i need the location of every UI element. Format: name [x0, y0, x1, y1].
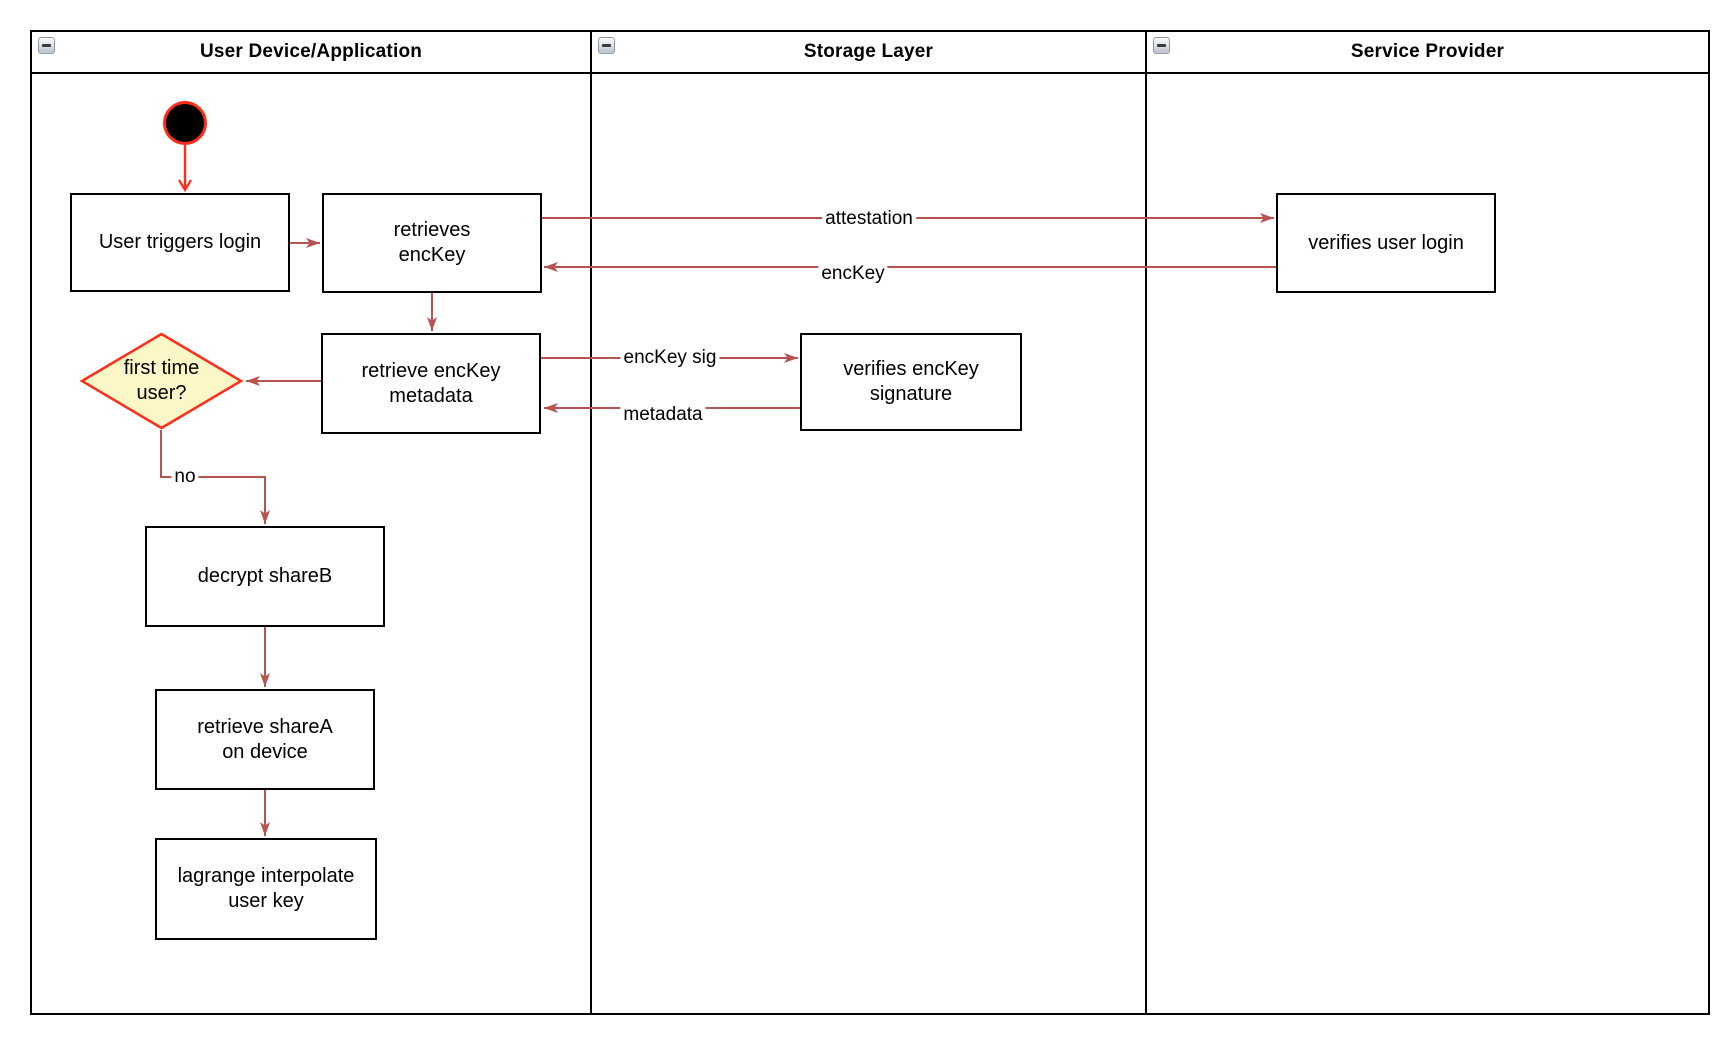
- lane-title-storage-layer: Storage Layer: [803, 41, 934, 62]
- node-retrieve-enckey-metadata[interactable]: retrieve encKey metadata: [321, 333, 541, 434]
- initial-node[interactable]: [163, 101, 207, 145]
- lane-header-storage-layer[interactable]: Storage Layer: [592, 32, 1145, 74]
- lane-title-service-provider: Service Provider: [1350, 41, 1505, 62]
- lane-user-device: User Device/Application: [32, 32, 592, 1013]
- edge-label-attestation[interactable]: attestation: [822, 208, 916, 230]
- node-label: User triggers login: [98, 231, 262, 253]
- collapse-minus-icon[interactable]: [1153, 37, 1170, 54]
- node-label: decrypt shareB: [197, 565, 333, 587]
- edge-label-no[interactable]: no: [171, 466, 199, 488]
- node-label: retrieve encKey metadata: [361, 359, 501, 407]
- lane-header-service-provider[interactable]: Service Provider: [1147, 32, 1708, 74]
- lane-title-user-device: User Device/Application: [199, 41, 423, 62]
- diamond-shape: [80, 332, 243, 430]
- edge-label-metadata[interactable]: metadata: [620, 404, 706, 426]
- minus-glyph: [1157, 44, 1166, 47]
- node-verifies-enckey-signature[interactable]: verifies encKey signature: [800, 333, 1022, 431]
- node-decrypt-shareb[interactable]: decrypt shareB: [145, 526, 385, 627]
- node-label: retrieve shareA on device: [197, 715, 333, 763]
- minus-glyph: [42, 44, 51, 47]
- node-user-triggers-login[interactable]: User triggers login: [70, 193, 290, 292]
- node-label: lagrange interpolate user key: [177, 865, 355, 912]
- node-label: first time user?: [123, 357, 200, 404]
- collapse-minus-icon[interactable]: [38, 37, 55, 54]
- collapse-minus-icon[interactable]: [598, 37, 615, 54]
- lane-storage-layer: Storage Layer: [592, 32, 1147, 1013]
- node-retrieves-enckey[interactable]: retrieves encKey: [322, 193, 542, 293]
- lane-service-provider: Service Provider: [1147, 32, 1708, 1013]
- node-first-time-user-decision[interactable]: first time user?: [80, 332, 243, 430]
- node-verifies-user-login[interactable]: verifies user login: [1276, 193, 1496, 293]
- node-label: verifies encKey signature: [843, 358, 979, 405]
- node-retrieve-sharea[interactable]: retrieve shareA on device: [155, 689, 375, 790]
- minus-glyph: [602, 44, 611, 47]
- edge-label-enckey-sig[interactable]: encKey sig: [620, 347, 720, 369]
- lane-header-user-device[interactable]: User Device/Application: [32, 32, 590, 74]
- edge-label-enckey[interactable]: encKey: [818, 263, 888, 285]
- node-label: retrieves encKey: [393, 219, 471, 266]
- edge-no-to-decrypt-shareb[interactable]: [160, 430, 270, 524]
- node-label: verifies user login: [1308, 231, 1464, 254]
- node-lagrange-interpolate[interactable]: lagrange interpolate user key: [155, 838, 377, 940]
